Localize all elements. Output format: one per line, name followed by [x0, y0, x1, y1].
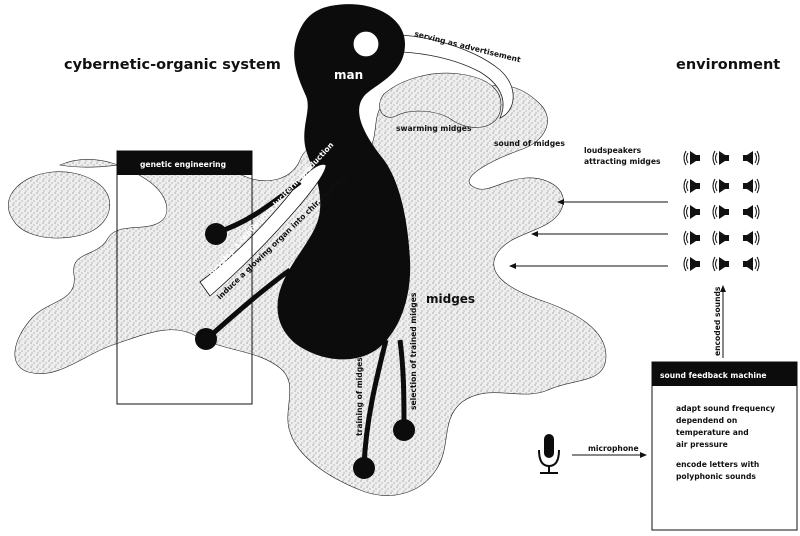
speaker-icon	[712, 230, 730, 246]
tendril-training	[361, 339, 389, 467]
label-microphone: microphone	[588, 444, 639, 453]
label-loudspeakers-2: attracting midges	[584, 157, 661, 166]
microphone-icon	[538, 434, 560, 474]
label-sound-of-midges: sound of midges	[494, 139, 565, 148]
speaker-icon	[712, 178, 730, 194]
speaker-icon	[712, 150, 730, 166]
speaker-icon	[742, 256, 760, 272]
sfm-line-6: polyphonic sounds	[676, 472, 756, 481]
loudspeaker-grid	[683, 150, 760, 272]
label-selection-of-trained-midges: selection of trained midges	[409, 292, 418, 410]
speaker-icon	[683, 204, 701, 220]
heading-environment: environment	[676, 57, 780, 73]
label-midges: midges	[426, 292, 475, 306]
speaker-icon	[742, 204, 760, 220]
heading-cybernetic-organic-system: cybernetic-organic system	[64, 57, 281, 73]
sfm-line-3: temperature and	[676, 428, 749, 437]
speaker-icon	[683, 230, 701, 246]
node-glowing-organ	[195, 328, 217, 350]
man-head-circle	[352, 30, 380, 58]
man-body-shape	[277, 4, 411, 360]
speaker-icon	[712, 256, 730, 272]
genetic-engineering-title: genetic engineering	[140, 160, 226, 169]
label-swarming-midges: swarming midges	[396, 124, 472, 133]
label-man: man	[334, 68, 363, 82]
swarm-lobe-upper	[379, 72, 502, 128]
label-loudspeakers-1: loudspeakers	[584, 146, 642, 155]
tendril-luciferin	[217, 180, 302, 235]
sound-feedback-machine-title: sound feedback machine	[660, 371, 767, 380]
swarm-lobe-left	[7, 171, 111, 239]
tendril-glowing-organ	[206, 267, 292, 340]
label-encoded-sounds: encoded sounds	[713, 286, 722, 356]
sfm-line-1: adapt sound frequency	[676, 404, 775, 413]
node-training	[353, 457, 375, 479]
sfm-line-4: air pressure	[676, 440, 728, 449]
speaker-icon	[742, 230, 760, 246]
speaker-icon	[683, 256, 701, 272]
speaker-icon	[683, 178, 701, 194]
speaker-icon	[683, 150, 701, 166]
white-tendril-channel	[199, 163, 327, 297]
node-selection	[393, 419, 415, 441]
sfm-line-2: dependend on	[676, 416, 737, 425]
sound-feedback-machine-header	[652, 362, 797, 386]
speaker-icon	[712, 204, 730, 220]
label-training-of-midges: training of midges	[355, 357, 364, 436]
node-luciferin	[205, 223, 227, 245]
speaker-icon	[742, 150, 760, 166]
sfm-line-5: encode letters with	[676, 460, 759, 469]
genetic-engineering-header	[117, 151, 252, 175]
speaker-icon	[742, 178, 760, 194]
